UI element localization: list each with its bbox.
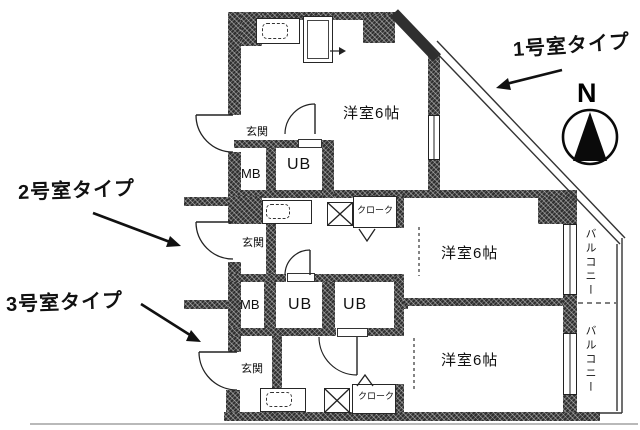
label-entrance-2: 玄関: [242, 237, 264, 249]
window: [563, 333, 577, 395]
label-balcony-lower: バルコニー: [584, 325, 596, 395]
closet-box: [353, 196, 397, 228]
wall: [224, 412, 600, 421]
wall: [368, 328, 404, 336]
label-meter-box-2: MB: [240, 297, 260, 312]
wall: [563, 295, 577, 333]
wall: [266, 148, 276, 190]
label-closet-3: クローク: [358, 391, 395, 401]
door-arc: [318, 336, 358, 376]
label-room3: 洋室6帖: [441, 352, 499, 369]
door-threshold: [337, 328, 368, 337]
label-unit3-type: 3号室タイプ: [5, 289, 124, 317]
wall: [266, 222, 276, 277]
label-unit-bath-1: UB: [287, 156, 312, 173]
wall-diagonal: [390, 9, 441, 62]
wall: [363, 15, 395, 43]
balcony-railing: [436, 40, 626, 239]
unit2-arrow: [92, 211, 171, 244]
door-arc: [195, 221, 234, 260]
wall: [228, 328, 336, 336]
wall: [234, 140, 298, 148]
label-balcony-upper: バルコニー: [584, 228, 596, 298]
unit1-arrow: [505, 68, 563, 86]
wall: [394, 276, 404, 336]
kitchen-unit-inner: [307, 20, 329, 59]
balcony-railing: [430, 46, 621, 245]
wall: [264, 282, 276, 328]
wall: [322, 140, 334, 198]
kitchen-arrow-icon: [339, 47, 346, 55]
sink-icon: [266, 392, 292, 407]
door-arc: [198, 351, 238, 391]
window: [428, 115, 440, 160]
sink-icon: [262, 23, 288, 39]
wall: [228, 274, 286, 282]
label-unit-bath-2: UB: [288, 296, 313, 313]
compass-needle-icon: [573, 112, 607, 161]
unit3-arrow-head: [186, 330, 201, 342]
label-closet-2: クローク: [357, 205, 394, 215]
wall: [538, 196, 577, 224]
washer-space: [324, 388, 350, 413]
wall: [184, 300, 228, 309]
wall: [228, 190, 577, 198]
wall: [322, 282, 335, 328]
door-arc: [195, 114, 234, 153]
label-room2: 洋室6帖: [441, 245, 499, 262]
wall: [272, 336, 282, 390]
closet-door-icon: [358, 228, 376, 243]
wall: [396, 384, 404, 414]
label-unit-bath-3: UB: [343, 296, 368, 313]
label-entrance-3: 玄関: [241, 363, 263, 375]
window: [563, 224, 577, 295]
closet-box: [352, 384, 396, 414]
wall: [228, 196, 262, 224]
door-arc: [284, 249, 311, 276]
sink-icon: [266, 204, 290, 219]
wall: [396, 196, 404, 228]
wall: [228, 12, 241, 115]
unit3-arrow: [140, 302, 191, 337]
label-entrance-1: 玄関: [246, 126, 268, 138]
kitchen-unit: [303, 16, 333, 63]
compass-circle: [561, 108, 619, 166]
door-threshold: [298, 139, 322, 148]
label-north: N: [577, 78, 597, 108]
label-unit2-type: 2号室タイプ: [17, 177, 136, 205]
wall: [184, 197, 228, 206]
washer-space: [327, 202, 353, 226]
bottom-rule: [30, 423, 638, 425]
label-meter-box-1: MB: [241, 166, 261, 181]
label-room1: 洋室6帖: [343, 105, 401, 122]
wall: [314, 274, 404, 282]
label-unit1-type: 1号室タイプ: [512, 30, 631, 62]
wall: [404, 298, 577, 306]
unit1-arrow-head: [496, 78, 511, 90]
wall: [428, 53, 440, 115]
door-threshold: [287, 273, 315, 282]
door-arc: [284, 103, 316, 135]
unit2-arrow-head: [166, 236, 181, 247]
